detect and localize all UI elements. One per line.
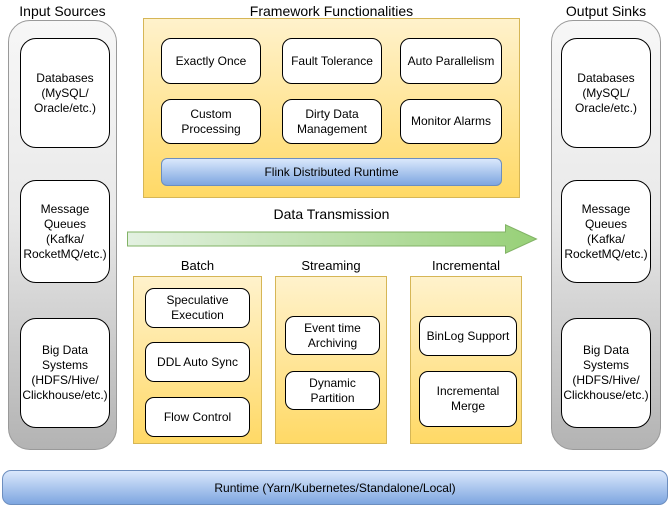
incremental-node-binlog-support: BinLog Support [419,316,517,356]
feature-exactly-once: Exactly Once [161,38,261,84]
batch-node-flow-control: Flow Control [145,397,250,437]
input-node-big-data-systems: Big Data Systems (HDFS/Hive/ Clickhouse/… [20,318,110,428]
feature-custom-processing: Custom Processing [161,99,261,144]
output-node-databases: Databases (MySQL/ Oracle/etc.) [561,38,651,148]
streaming-node-dynamic-partition: Dynamic Partition [285,371,380,410]
batch-node-ddl-auto-sync: DDL Auto Sync [145,342,250,382]
incremental-title: Incremental [432,258,500,273]
runtime-bar: Runtime (Yarn/Kubernetes/Standalone/Loca… [2,470,668,505]
feature-monitor-alarms: Monitor Alarms [400,99,502,144]
output-node-big-data-systems: Big Data Systems (HDFS/Hive/ Clickhouse/… [561,318,651,428]
data-transmission-arrow [127,224,538,254]
feature-fault-tolerance: Fault Tolerance [282,38,382,84]
incremental-node-incremental-merge: Incremental Merge [419,371,517,427]
streaming-panel [275,276,387,444]
data-transmission-label: Data Transmission [273,206,390,222]
input-node-databases: Databases (MySQL/ Oracle/etc.) [20,38,110,148]
batch-title: Batch [180,258,215,273]
input-node-message-queues: Message Queues (Kafka/ RocketMQ/etc.) [20,180,110,283]
streaming-node-event-time-archiving: Event time Archiving [285,316,380,355]
input-sources-title: Input Sources [19,3,106,19]
feature-auto-parallelism: Auto Parallelism [400,38,502,84]
flink-distributed-runtime-bar: Flink Distributed Runtime [161,158,502,186]
feature-dirty-data-management: Dirty Data Management [282,99,382,144]
output-node-message-queues: Message Queues (Kafka/ RocketMQ/etc.) [561,180,651,283]
batch-node-speculative-execution: Speculative Execution [145,288,250,328]
streaming-title: Streaming [301,258,361,273]
output-sinks-title: Output Sinks [565,3,647,19]
framework-title: Framework Functionalities [249,3,414,19]
